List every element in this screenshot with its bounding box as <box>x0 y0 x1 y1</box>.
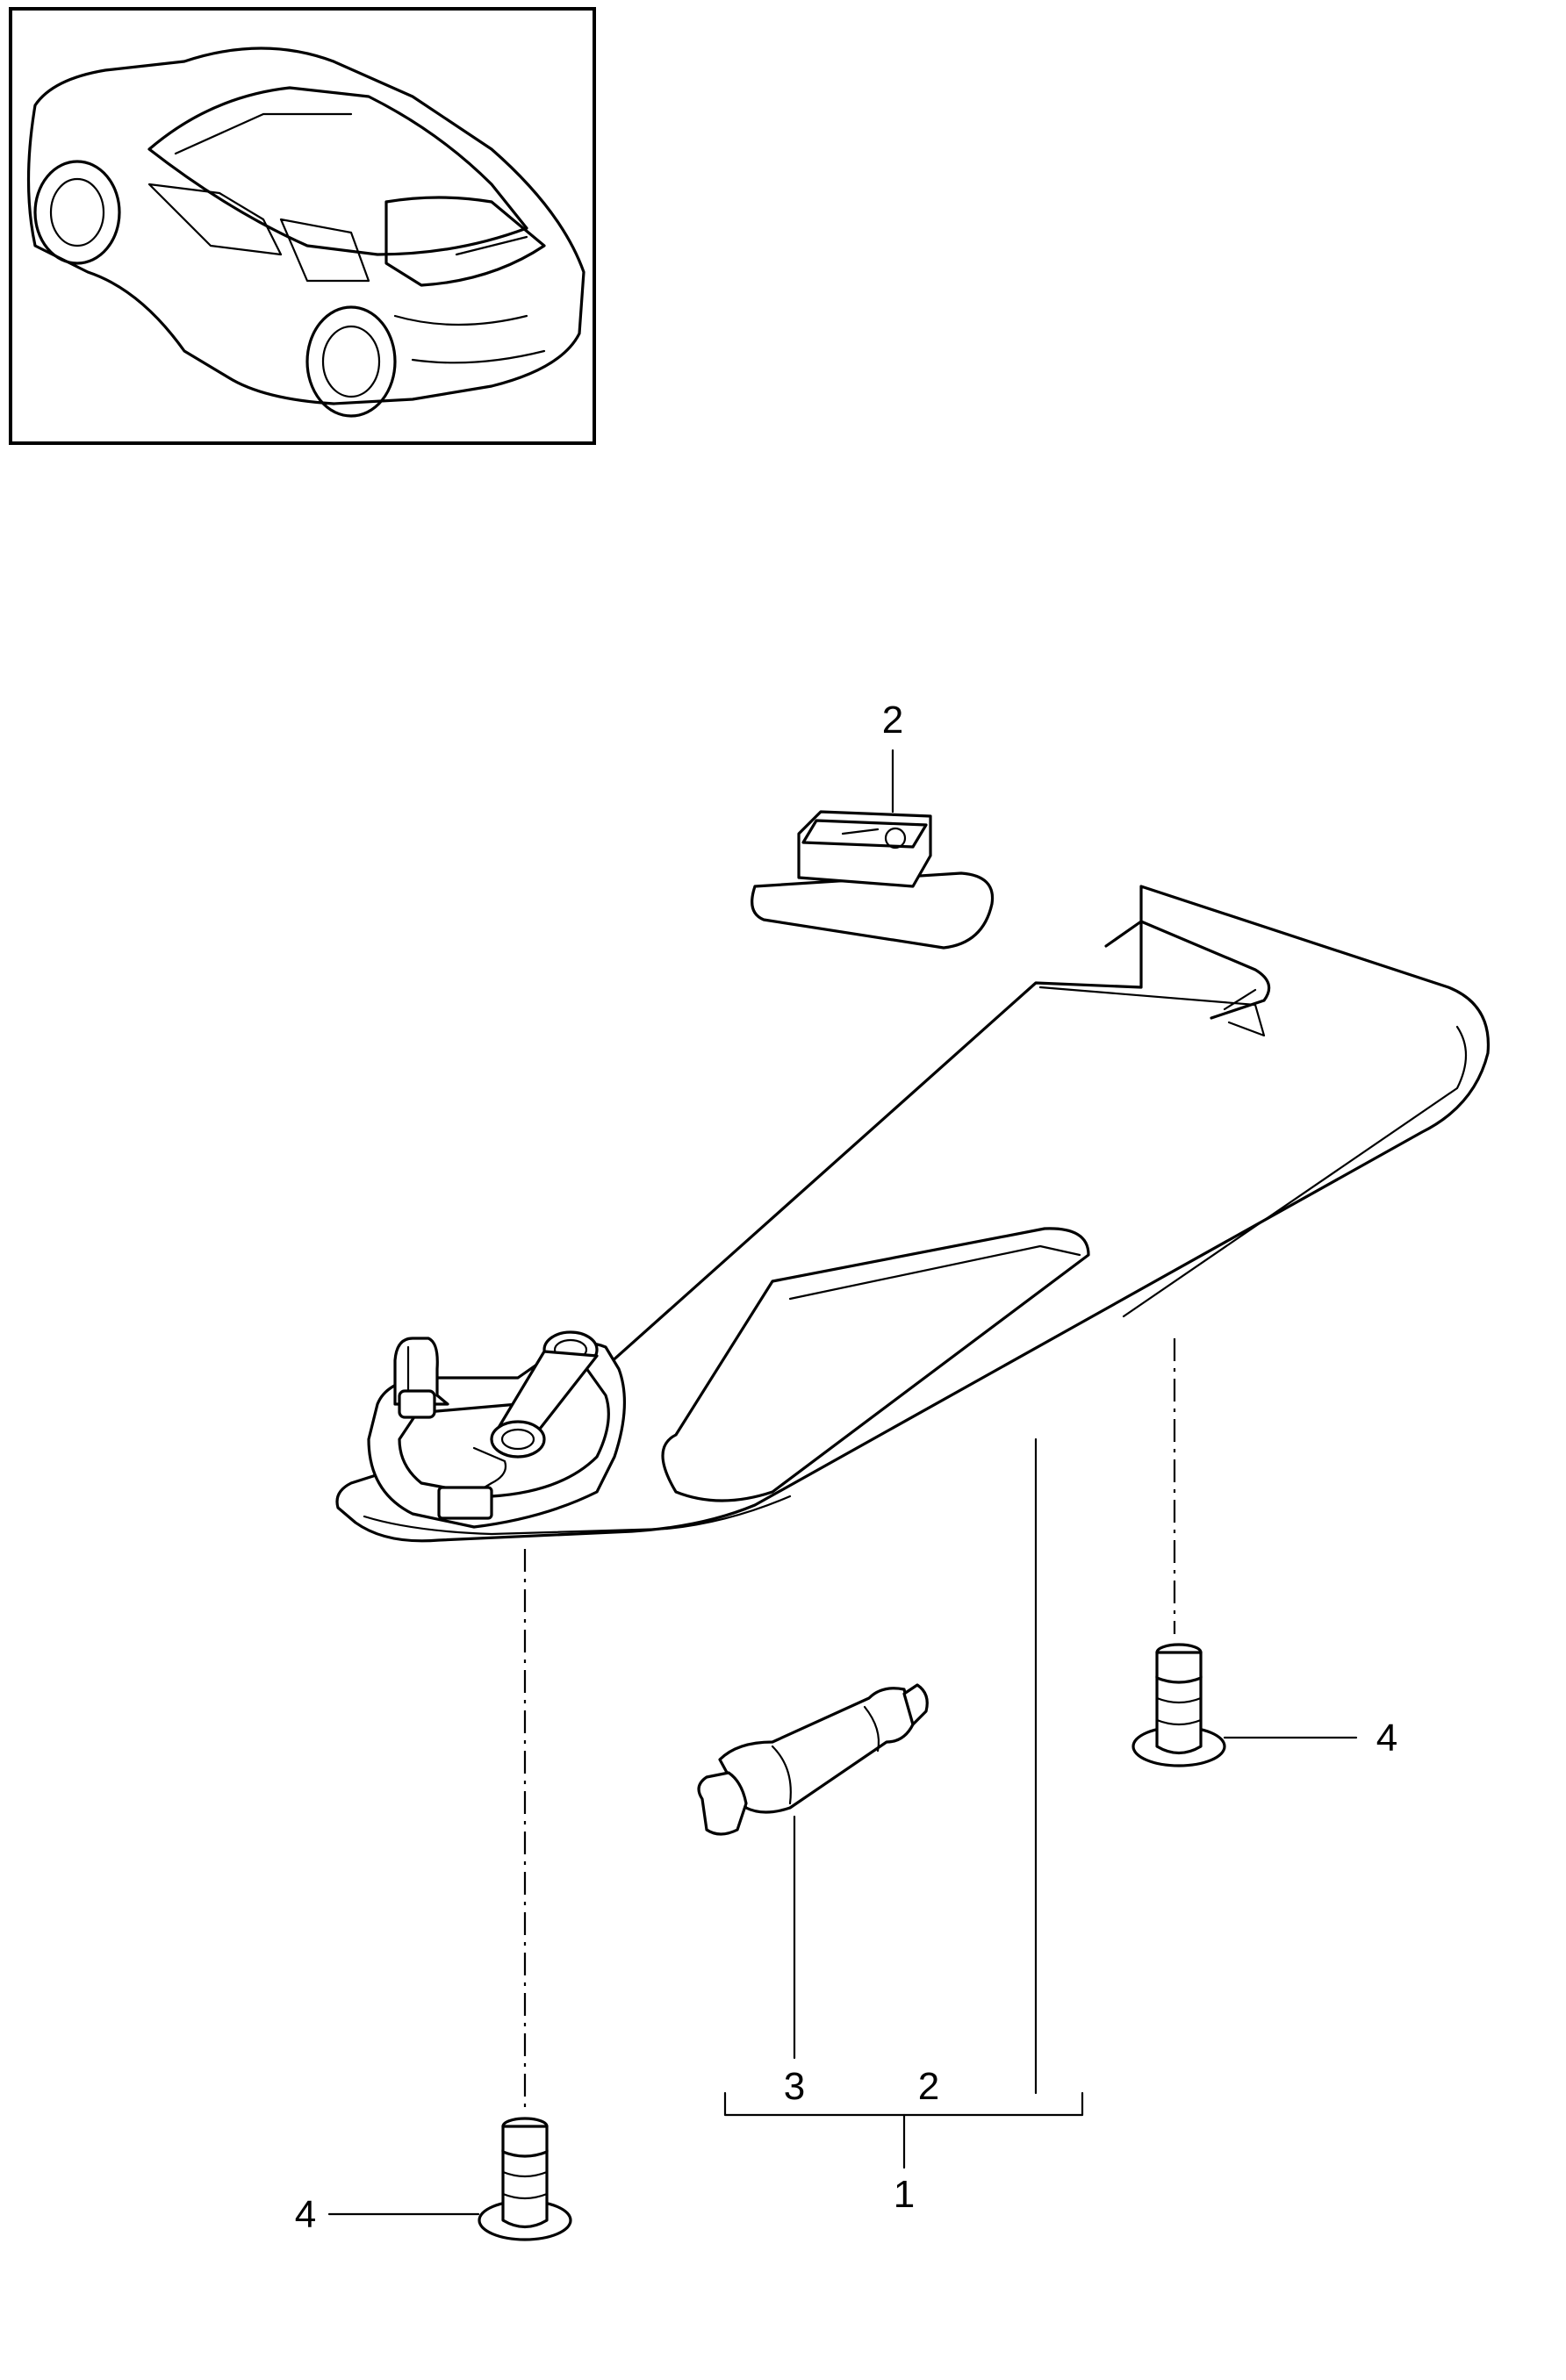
bulb-part <box>697 1683 929 1836</box>
callout-part-4-right: 4 <box>1376 1717 1397 1760</box>
mounting-clip-part <box>751 810 995 950</box>
callout-part-4-left: 4 <box>295 2193 316 2236</box>
callout-part-2-bracket: 2 <box>918 2065 939 2108</box>
screw-part-right <box>1131 1643 1226 1767</box>
callout-part-3: 3 <box>784 2065 805 2108</box>
sun-visor-part <box>335 885 1491 1543</box>
callout-part-1: 1 <box>894 2173 915 2216</box>
screw-part-left <box>478 2117 572 2241</box>
car-rear-three-quarter-icon <box>26 47 585 418</box>
thumbnail-frame <box>9 7 596 445</box>
assembly-bracket <box>723 2091 1084 2169</box>
callout-part-2-top: 2 <box>882 699 903 742</box>
vehicle-thumbnail <box>9 7 596 445</box>
